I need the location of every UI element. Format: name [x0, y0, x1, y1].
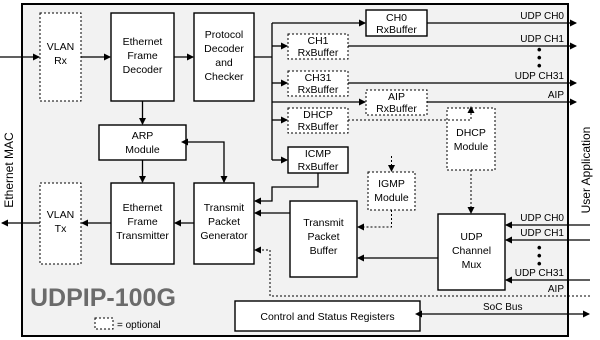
svg-text:RxBuffer: RxBuffer [298, 84, 339, 96]
svg-text:UDP: UDP [460, 231, 482, 243]
soc-bus-label: SoC Bus [483, 302, 522, 313]
dhcp-rxbuffer-block: DHCP RxBuffer [287, 107, 349, 134]
svg-text:Module: Module [374, 192, 409, 204]
svg-text:IGMP: IGMP [378, 178, 405, 190]
svg-text:CH31: CH31 [305, 72, 332, 84]
svg-text:Ethernet: Ethernet [123, 36, 163, 48]
out-ellipsis-dot-3: • [537, 58, 542, 73]
core-title: UDPIP-100G [30, 284, 176, 312]
user-application-label: User Application [579, 127, 593, 214]
in-ellipsis-dot-3: • [537, 256, 542, 271]
in-udp-ch31-label: UDP CH31 [515, 268, 565, 279]
svg-text:Mux: Mux [462, 259, 483, 271]
svg-text:RxBuffer: RxBuffer [298, 47, 339, 59]
svg-text:Frame: Frame [127, 216, 157, 228]
in-aip-label: AIP [548, 284, 564, 295]
svg-text:Transmit: Transmit [204, 202, 245, 214]
svg-text:RxBuffer: RxBuffer [298, 161, 339, 173]
udp-channel-mux-block: UDP Channel Mux [437, 213, 506, 291]
svg-text:RxBuffer: RxBuffer [376, 24, 417, 36]
vlan-tx-block: VLAN Tx [39, 182, 82, 265]
optional-legend-text: = optional [117, 320, 161, 331]
svg-text:ARP: ARP [132, 130, 154, 142]
ch0-rxbuffer-block: CH0 RxBuffer [365, 9, 428, 37]
transmit-packet-generator-block: Transmit Packet Generator [193, 182, 255, 265]
igmp-module-block: IGMP Module [367, 171, 416, 211]
svg-text:Module: Module [125, 144, 160, 156]
svg-text:Rx: Rx [54, 55, 68, 67]
svg-text:Channel: Channel [452, 245, 491, 257]
svg-text:DHCP: DHCP [303, 109, 333, 121]
svg-text:Packet: Packet [307, 231, 339, 243]
in-udp-ch0-label: UDP CH0 [520, 213, 564, 224]
svg-text:Packet: Packet [208, 216, 240, 228]
vlan-rx-block: VLAN Rx [39, 12, 82, 102]
svg-text:ICMP: ICMP [305, 148, 331, 160]
ethernet-mac-label: Ethernet MAC [2, 132, 16, 208]
protocol-decoder-checker-block: Protocol Decoder and Checker [193, 12, 255, 102]
svg-text:Module: Module [454, 141, 489, 153]
ethernet-frame-transmitter-block: Ethernet Frame Transmitter [110, 182, 175, 265]
in-ellipsis-dot-1: • [537, 240, 542, 255]
svg-text:VLAN: VLAN [47, 41, 74, 53]
svg-text:Decoder: Decoder [123, 64, 163, 76]
connection-lines [0, 19, 590, 318]
ch1-rxbuffer-block: CH1 RxBuffer [287, 33, 349, 60]
out-aip-label: AIP [548, 90, 564, 101]
svg-text:Frame: Frame [127, 50, 157, 62]
svg-text:and: and [215, 57, 233, 69]
svg-text:Buffer: Buffer [310, 245, 338, 257]
ethernet-frame-decoder-block: Ethernet Frame Decoder [110, 12, 175, 102]
transmit-packet-buffer-block: Transmit Packet Buffer [289, 200, 358, 278]
svg-text:Protocol: Protocol [205, 29, 244, 41]
svg-text:RxBuffer: RxBuffer [376, 103, 417, 115]
in-ellipsis-dot-2: • [537, 248, 542, 263]
out-ellipsis-dot-2: • [537, 50, 542, 65]
svg-text:AIP: AIP [388, 91, 405, 103]
svg-text:CH0: CH0 [386, 12, 407, 24]
svg-text:RxBuffer: RxBuffer [298, 121, 339, 133]
in-udp-ch1-label: UDP CH1 [520, 228, 564, 239]
svg-text:Checker: Checker [204, 71, 244, 83]
svg-text:CH1: CH1 [307, 35, 328, 47]
ch31-rxbuffer-block: CH31 RxBuffer [287, 70, 349, 97]
out-udp-ch1-label: UDP CH1 [520, 34, 564, 45]
svg-text:DHCP: DHCP [456, 127, 486, 139]
svg-text:Decoder: Decoder [204, 43, 244, 55]
aip-rxbuffer-block: AIP RxBuffer [365, 89, 428, 116]
svg-text:Tx: Tx [55, 223, 67, 235]
svg-text:VLAN: VLAN [47, 209, 74, 221]
control-status-registers-block: Control and Status Registers [234, 300, 421, 332]
out-udp-ch31-label: UDP CH31 [515, 71, 565, 82]
svg-text:Control and Status Registers: Control and Status Registers [260, 311, 394, 323]
svg-text:Ethernet: Ethernet [123, 202, 163, 214]
icmp-rxbuffer-block: ICMP RxBuffer [287, 146, 349, 174]
out-ellipsis-dot-1: • [537, 42, 542, 57]
svg-text:Generator: Generator [200, 230, 248, 242]
svg-text:Transmit: Transmit [303, 217, 344, 229]
optional-legend-swatch [94, 317, 114, 330]
svg-text:Transmitter: Transmitter [116, 230, 169, 242]
arp-module-block: ARP Module [98, 124, 187, 161]
out-udp-ch0-label: UDP CH0 [520, 11, 564, 22]
